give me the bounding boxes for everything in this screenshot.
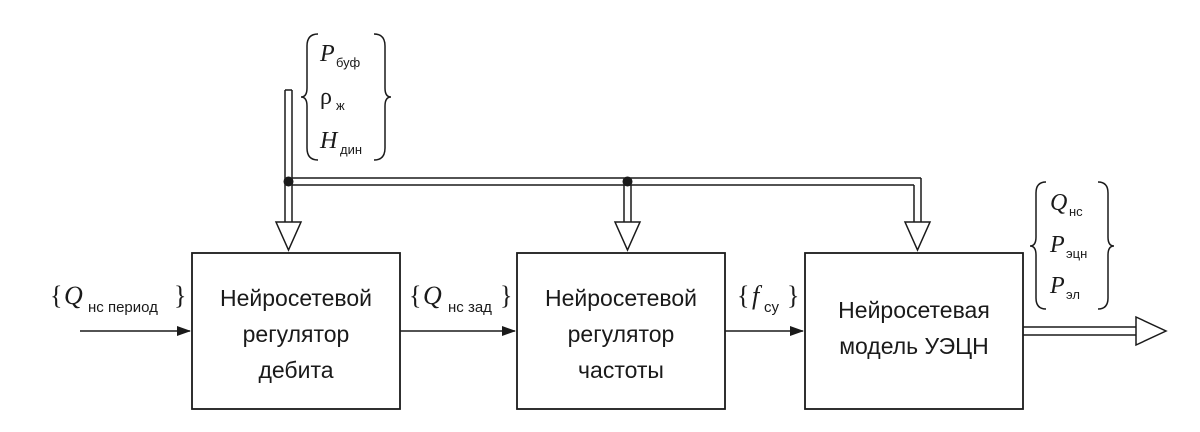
flow-regulator-line2: регулятор	[243, 321, 350, 347]
svg-text:эцн: эцн	[1066, 246, 1087, 261]
bus-junction-dot-1	[283, 176, 294, 187]
svg-text:P: P	[1049, 273, 1065, 299]
esp-model-block	[804, 252, 1024, 410]
flow-regulator-line3: дебита	[258, 357, 333, 383]
svg-text:Q: Q	[1050, 190, 1067, 216]
esp-model-line1: Нейросетевая	[838, 297, 990, 323]
parameter-bus	[284, 89, 922, 222]
svg-text:буф: буф	[336, 55, 361, 70]
svg-text:Q: Q	[64, 281, 83, 310]
svg-text:}: }	[500, 281, 512, 310]
svg-text:{: {	[737, 281, 749, 310]
svg-text:}: }	[174, 281, 186, 310]
svg-text:ρ: ρ	[320, 84, 332, 110]
svg-text:{: {	[409, 281, 421, 310]
bus-junction-dot-2	[622, 176, 633, 187]
svg-text:нс зад: нс зад	[448, 299, 492, 316]
signal-q-target: { Q нс зад }	[409, 281, 512, 316]
signal-f-su: { f су }	[737, 281, 799, 316]
svg-text:P: P	[1049, 232, 1065, 258]
input-parameters-vector: P буф ρ ж H дин	[300, 33, 392, 161]
svg-text:эл: эл	[1066, 287, 1080, 302]
svg-text:f: f	[752, 281, 763, 310]
svg-text:}: }	[787, 281, 799, 310]
output-double-arrow	[1023, 315, 1168, 347]
flow-regulator-line1: Нейросетевой	[220, 285, 372, 311]
svg-text:P: P	[319, 41, 335, 67]
svg-text:ж: ж	[336, 98, 345, 113]
esp-model-line2: модель УЭЦН	[839, 333, 989, 359]
svg-text:{: {	[50, 281, 62, 310]
svg-text:дин: дин	[340, 142, 362, 157]
bus-arrowheads	[274, 221, 932, 252]
output-parameters-vector: Q нс P эцн P эл	[1029, 181, 1115, 310]
svg-text:H: H	[319, 128, 339, 154]
freq-regulator-line3: частоты	[578, 357, 664, 383]
freq-regulator-line1: Нейросетевой	[545, 285, 697, 311]
svg-text:Q: Q	[423, 281, 442, 310]
signal-q-period: { Q нс период }	[50, 281, 186, 316]
svg-text:нс: нс	[1069, 204, 1083, 219]
svg-text:нс период: нс период	[88, 299, 158, 316]
svg-text:су: су	[764, 299, 780, 316]
freq-regulator-line2: регулятор	[568, 321, 675, 347]
